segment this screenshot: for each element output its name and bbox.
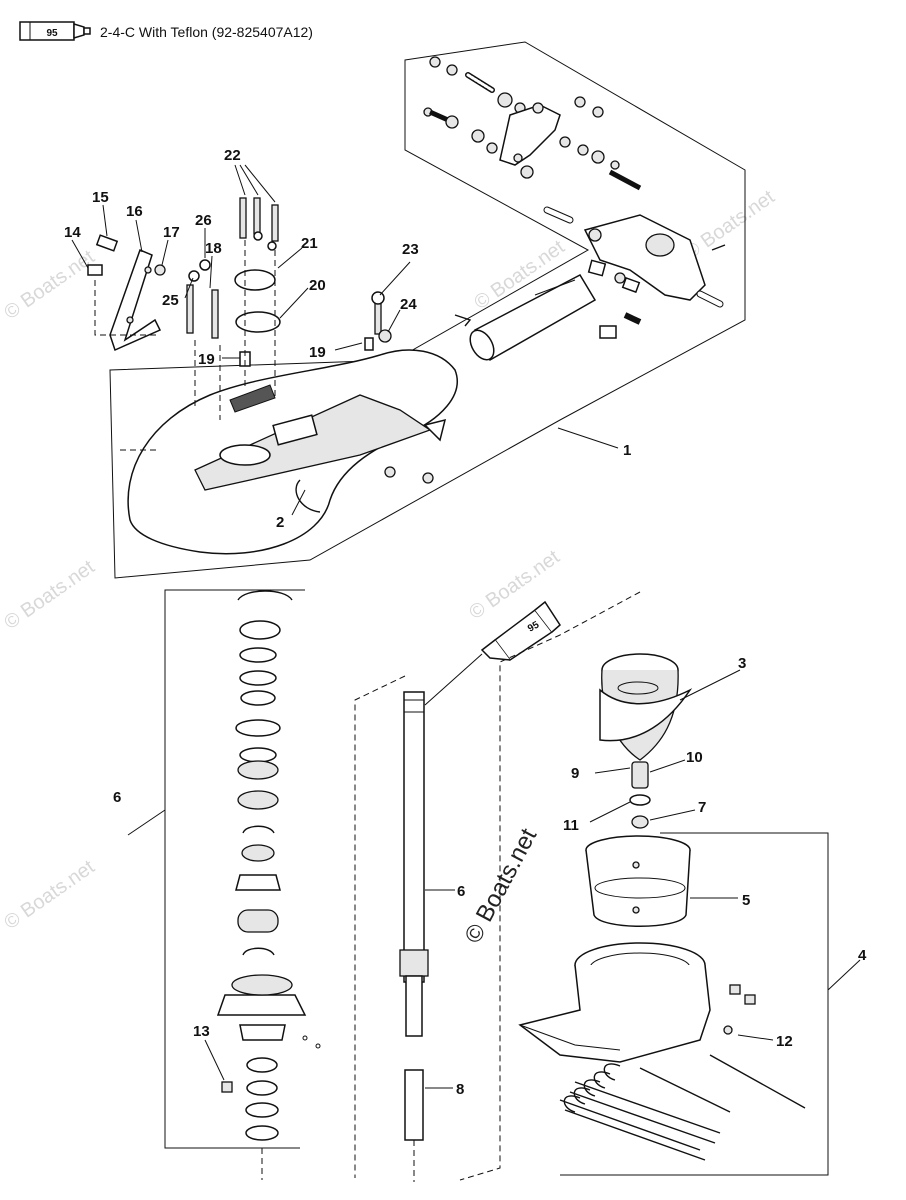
grate-rods [559,1054,806,1161]
callout-14: 14 [64,224,81,241]
callout-3: 3 [738,655,746,672]
callout-16: 16 [126,203,143,220]
callout-9: 9 [571,765,579,782]
callout-21: 21 [301,235,318,252]
callout-22: 22 [224,147,241,164]
callout-26: 26 [195,212,212,229]
leader-lines-top [71,164,619,516]
callout-11: 11 [563,817,579,834]
callout-8: 8 [456,1081,464,1098]
callout-6: 6 [457,883,465,900]
callout-25: 25 [162,292,179,309]
callout-13: 13 [193,1023,210,1040]
impeller [599,653,693,761]
stud-hardware [186,197,392,367]
callout-24: 24 [400,296,417,313]
watermark: © Boats.net [0,856,99,934]
lubricant-note: 95 2-4-C With Teflon (92-825407A12) [19,21,313,41]
steering-tube [454,274,597,362]
callout-10: 10 [686,749,703,766]
lubricant-tube-icon: 95 [19,21,91,41]
watermark: © Boats.net [0,246,99,324]
watermark-layer: © Boats.net © Boats.net © Boats.net © Bo… [0,186,779,934]
wear-ring [585,835,691,927]
lubricant-tube-marker: 95 [424,600,561,706]
tube-marker-code: 95 [526,619,542,634]
pump-housing [127,349,458,555]
note-text: 2-4-C With Teflon (92-825407A12) [100,24,313,40]
steering-bracket [543,206,726,339]
callout-labels: 1 2 3 4 5 6 6 7 8 9 10 11 12 13 14 15 16… [64,147,867,1098]
assembly-outline-1 [109,41,746,579]
pump-base [518,942,756,1063]
callout-2: 2 [276,514,284,531]
mounting-bracket [87,234,166,352]
watermark: © Boats.net [680,186,779,264]
callout-7: 7 [698,799,706,816]
assembly-outline-6 [164,589,305,1149]
assembly-outline-4 [560,832,829,1176]
callout-15: 15 [92,189,109,206]
callout-1: 1 [623,442,631,459]
callout-19: 19 [309,344,326,361]
guide-lines-top [94,240,276,451]
drive-shaft [399,691,429,1141]
watermark: © Boats.net [0,556,99,634]
callout-20: 20 [309,277,326,294]
impeller-hardware [629,761,651,829]
callout-12: 12 [776,1033,793,1050]
callout-6: 6 [113,789,121,806]
callout-23: 23 [402,241,419,258]
callout-18: 18 [205,240,222,257]
center-watermark: © Boats.net [459,824,542,948]
shaft-guide [459,591,641,1181]
callout-17: 17 [163,224,180,241]
assembly-outline-shaft [354,675,406,1178]
tube-code: 95 [46,28,58,39]
callout-4: 4 [858,947,867,964]
steering-hardware [423,56,642,191]
bearing-stack [216,590,321,1180]
callout-5: 5 [742,892,750,909]
callout-19: 19 [198,351,215,368]
